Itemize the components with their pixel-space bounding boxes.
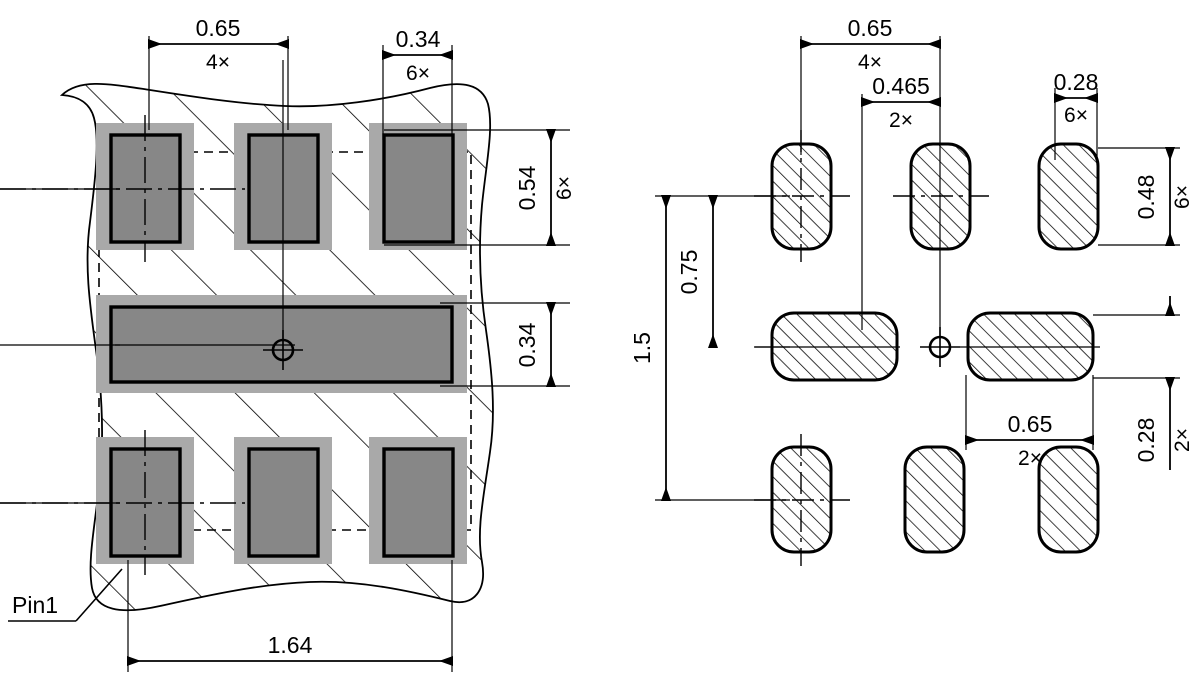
pad-bottom-1 (96, 437, 194, 564)
dimension-right-pitch-outer: 0.65 4× (800, 15, 941, 74)
dimension-right-pitch-inner: 0.465 2× (861, 73, 941, 132)
dim-value-right-center-aperture-height: 0.28 (1133, 418, 1159, 463)
pad-group-top-row (96, 123, 467, 250)
aperture-bottom-2 (903, 445, 966, 554)
pad-group-bottom-row (96, 437, 467, 564)
dimension-right-center-aperture-height: 0.28 2× (1133, 296, 1194, 470)
left-view-group: 0.65 4× 0.34 6× 0.54 6× 0.34 (0, 15, 576, 672)
dimension-left-pad-width: 0.34 6× (382, 26, 453, 85)
dimension-left-overall-width: 1.64 (127, 632, 453, 666)
datum-target-symbol-right (920, 327, 960, 367)
dim-value-right-pitch-outer: 0.65 (848, 15, 893, 41)
dimension-right-aperture-width: 0.28 6× (1054, 69, 1099, 127)
dim-mult-right-pitch-outer: 4× (858, 51, 882, 74)
dim-value-left-pitch-x: 0.65 (196, 15, 241, 41)
dim-value-right-half-height: 0.75 (676, 250, 702, 295)
pin1-label: Pin1 (12, 592, 58, 618)
dim-mult-right-aperture-height: 6× (1171, 185, 1194, 209)
dim-value-left-pad-width: 0.34 (396, 26, 441, 52)
dim-mult-right-center-aperture-width: 2× (1018, 447, 1042, 470)
dimension-right-aperture-height: 0.48 6× (1133, 147, 1194, 246)
dimension-left-center-pad-height: 0.34 (514, 302, 556, 387)
right-view-group: 0.65 4× 0.465 2× 0.28 6× 1.5 (629, 15, 1194, 566)
extension-lines-right-view (655, 36, 1180, 501)
dimension-right-half-height: 0.75 (676, 195, 718, 348)
dim-mult-left-pitch-x: 4× (206, 51, 230, 74)
pad-top-1 (96, 123, 194, 250)
dim-value-right-aperture-width: 0.28 (1054, 69, 1099, 95)
dim-value-right-aperture-height: 0.48 (1133, 175, 1159, 220)
dim-value-right-center-aperture-width: 0.65 (1008, 411, 1053, 437)
dim-mult-left-pad-pitch-y: 6× (553, 176, 576, 200)
dim-value-right-pitch-inner: 0.465 (872, 73, 930, 99)
aperture-bottom-3 (1037, 445, 1100, 554)
dim-value-left-pad-pitch-y: 0.54 (514, 165, 540, 210)
dim-value-left-center-pad-height: 0.34 (514, 322, 540, 367)
datum-target-symbol (263, 330, 303, 370)
dim-mult-right-aperture-width: 6× (1064, 104, 1088, 127)
pin1-callout: Pin1 (8, 568, 123, 622)
pad-bottom-2 (234, 437, 332, 564)
dim-value-right-overall-height: 1.5 (629, 332, 655, 364)
pad-center-thermal (96, 295, 467, 393)
dim-mult-right-center-aperture-height: 2× (1171, 428, 1194, 452)
dimension-right-center-aperture-width: 0.65 2× (965, 411, 1094, 470)
aperture-group-bottom-row (770, 445, 1100, 554)
pad-top-3 (369, 123, 467, 250)
dimension-left-pad-pitch-y: 0.54 6× (514, 129, 576, 246)
dimension-right-overall-height: 1.5 (629, 195, 671, 501)
aperture-top-3 (1037, 142, 1100, 251)
dimension-left-pitch-x: 0.65 4× (148, 15, 289, 74)
centerlines-left-view (0, 115, 245, 575)
dim-value-left-overall-width: 1.64 (268, 632, 313, 658)
pad-bottom-3 (369, 437, 467, 564)
dim-mult-right-pitch-inner: 2× (889, 109, 913, 132)
dim-mult-left-pad-width: 6× (406, 62, 430, 85)
